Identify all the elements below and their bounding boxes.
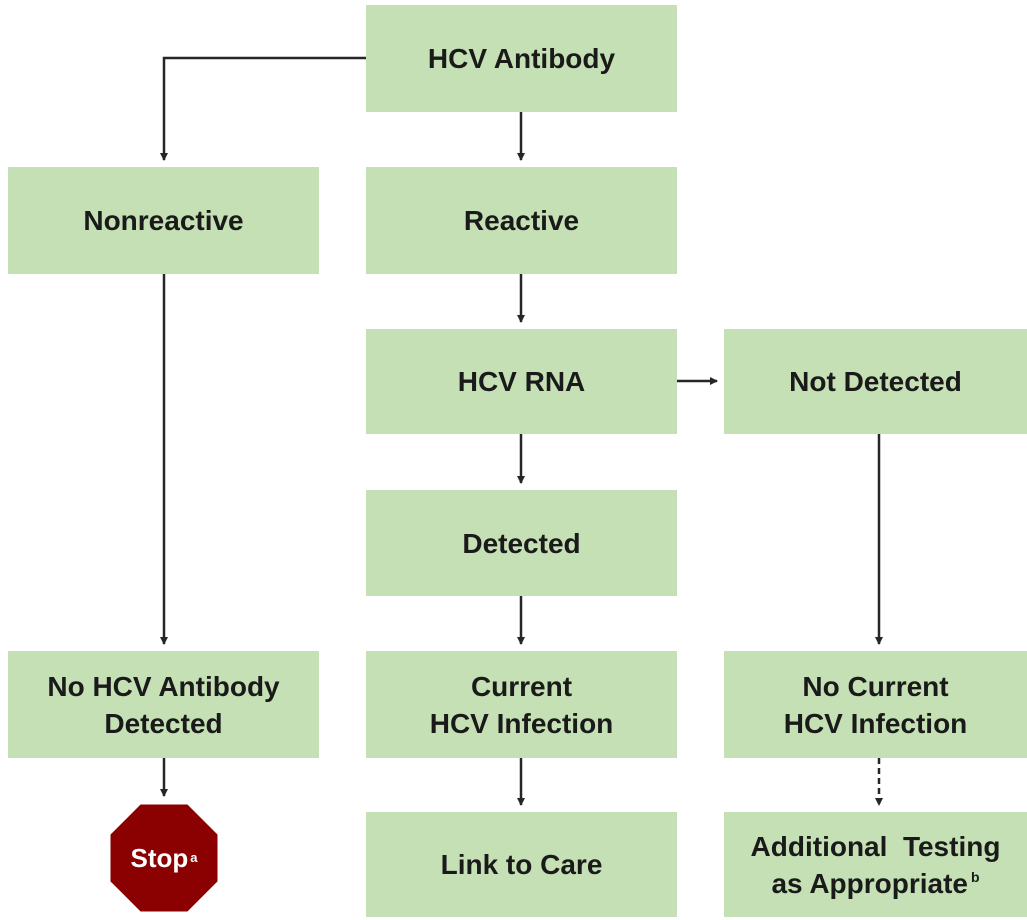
node-link-to-care: Link to Care xyxy=(366,812,677,917)
node-additional-line1: Additional Testing xyxy=(750,830,1001,862)
node-no-hcv-antibody-detected: No HCV Antibody Detected xyxy=(8,651,319,758)
node-reactive-label: Reactive xyxy=(463,205,580,236)
node-hcv-rna-label: HCV RNA xyxy=(457,366,586,397)
node-nonreactive: Nonreactive xyxy=(8,167,319,274)
node-not-detected-label: Not Detected xyxy=(789,366,962,397)
node-no-antibody-line1: No HCV Antibody xyxy=(47,670,280,702)
node-current-line1: Current xyxy=(470,670,573,702)
node-link-to-care-label: Link to Care xyxy=(440,849,603,880)
node-nonreactive-label: Nonreactive xyxy=(83,205,244,236)
stop-label: Stop xyxy=(130,842,189,873)
node-additional-line2: as Appropriate xyxy=(771,867,968,899)
node-detected-label: Detected xyxy=(462,527,581,559)
node-hcv-antibody: HCV Antibody xyxy=(366,5,677,112)
node-not-detected: Not Detected xyxy=(724,329,1027,434)
node-hcv-antibody-label: HCV Antibody xyxy=(427,43,616,74)
node-no-antibody-line2: Detected xyxy=(104,707,223,739)
footnote-b: b xyxy=(971,869,980,886)
node-no-current-line1: No Current xyxy=(802,670,949,702)
node-no-current-line2: HCV Infection xyxy=(783,707,968,739)
node-no-current-hcv-infection: No Current HCV Infection xyxy=(724,651,1027,758)
arrow-antibody-to-nonreactive xyxy=(160,56,368,161)
node-reactive: Reactive xyxy=(366,167,677,274)
node-current-hcv-infection: Current HCV Infection xyxy=(366,651,677,758)
node-current-line2: HCV Infection xyxy=(429,707,614,739)
node-hcv-rna: HCV RNA xyxy=(366,329,677,434)
stop-octagon-icon xyxy=(107,801,221,915)
node-detected: Detected xyxy=(366,490,677,596)
